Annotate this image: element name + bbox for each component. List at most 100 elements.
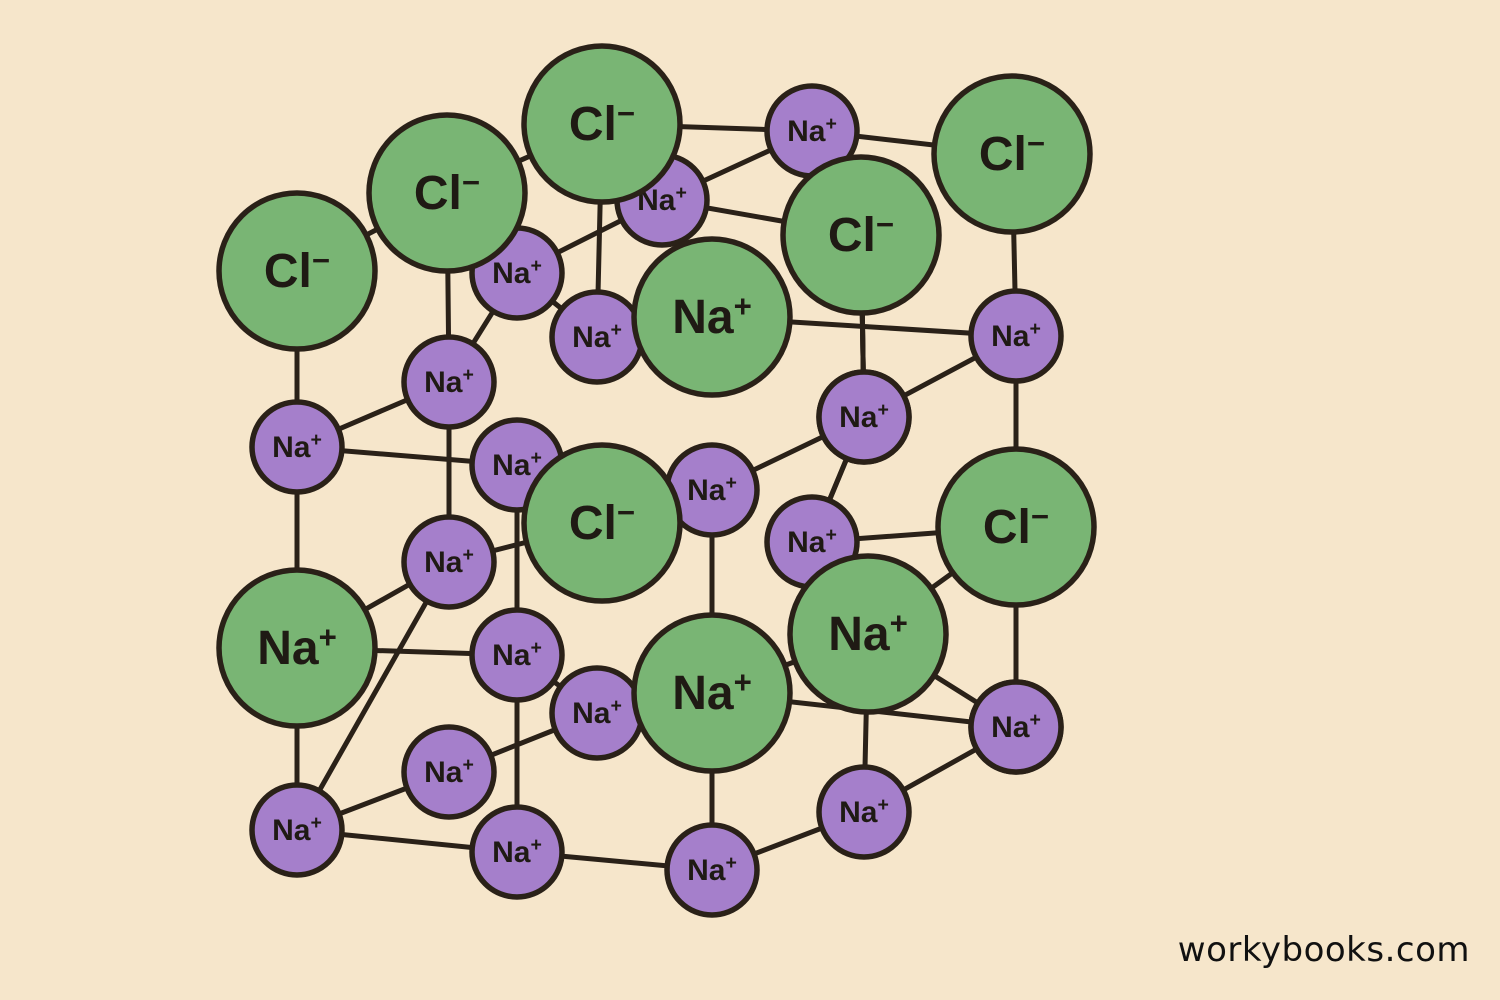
- ion-charge: +: [725, 852, 736, 874]
- ion-symbol: Cl: [569, 98, 617, 151]
- sodium-ion-label: Na+: [492, 637, 542, 672]
- sodium-ion-label: Na+: [572, 695, 622, 730]
- sodium-ion-label: Na+: [424, 544, 474, 579]
- chlorine-ion-label: Cl−: [264, 243, 330, 298]
- sodium-ion-circle: [968, 288, 1064, 384]
- chlorine-ion-label: Cl−: [983, 499, 1049, 554]
- sodium-ion-label: Na+: [572, 319, 622, 354]
- sodium-ion-p1: Na+: [764, 83, 860, 179]
- ion-charge: +: [610, 695, 621, 717]
- ion-charge: +: [734, 665, 752, 700]
- ion-symbol: Na: [672, 291, 734, 344]
- sodium-ion-p15: Na+: [549, 665, 645, 761]
- sodium-ion-circle: [631, 612, 793, 774]
- ion-symbol: Cl: [983, 501, 1031, 554]
- chlorine-ion-circle: [216, 190, 378, 352]
- sodium-ion-circle: [631, 236, 793, 398]
- ion-symbol: Na: [687, 474, 726, 507]
- ion-charge: +: [310, 812, 321, 834]
- ion-charge: −: [462, 165, 480, 200]
- sodium-ion-circle: [249, 399, 345, 495]
- ion-symbol: Na: [492, 639, 531, 672]
- sodium-ion-g6: Na+: [631, 236, 793, 398]
- sodium-ion-circle: [469, 607, 565, 703]
- ion-symbol: Na: [672, 667, 734, 720]
- chlorine-ion-label: Cl−: [569, 495, 635, 550]
- sodium-ion-g9: Na+: [216, 567, 378, 729]
- ion-symbol: Na: [839, 401, 878, 434]
- ion-symbol: Na: [424, 546, 463, 579]
- ion-charge: +: [530, 255, 541, 277]
- ion-charge: +: [462, 754, 473, 776]
- sodium-ion-p14: Na+: [469, 607, 565, 703]
- chlorine-ion-g2: Cl−: [366, 112, 528, 274]
- chlorine-ion-circle: [780, 154, 942, 316]
- sodium-ion-label: Na+: [492, 255, 542, 290]
- ion-symbol: Na: [272, 814, 311, 847]
- ion-layer: Na+Na+Na+Na+Na+Na+Na+Na+Na+Na+Na+Na+Na+N…: [216, 43, 1097, 918]
- chlorine-ion-circle: [366, 112, 528, 274]
- chlorine-ion-g1: Cl−: [521, 43, 683, 205]
- sodium-ion-label: Na+: [272, 429, 322, 464]
- sodium-ion-p4: Na+: [549, 289, 645, 385]
- ion-charge: +: [462, 544, 473, 566]
- ion-symbol: Cl: [979, 128, 1027, 181]
- sodium-ion-label: Na+: [787, 524, 837, 559]
- sodium-ion-label: Na+: [672, 665, 752, 720]
- sodium-ion-label: Na+: [424, 364, 474, 399]
- sodium-ion-circle: [968, 679, 1064, 775]
- ion-symbol: Na: [687, 854, 726, 887]
- ion-symbol: Na: [991, 320, 1030, 353]
- ion-symbol: Na: [787, 526, 826, 559]
- sodium-ion-p10: Na+: [664, 442, 760, 538]
- ion-symbol: Na: [839, 796, 878, 829]
- ion-symbol: Na: [424, 756, 463, 789]
- ion-charge: +: [675, 182, 686, 204]
- watermark-text: workybooks.com: [1177, 930, 1470, 970]
- sodium-ion-circle: [401, 334, 497, 430]
- ion-charge: +: [1029, 318, 1040, 340]
- ion-charge: +: [610, 319, 621, 341]
- sodium-ion-label: Na+: [257, 620, 337, 675]
- sodium-ion-p6: Na+: [401, 334, 497, 430]
- sodium-ion-p17: Na+: [249, 782, 345, 878]
- ion-charge: −: [617, 495, 635, 530]
- sodium-ion-circle: [216, 567, 378, 729]
- sodium-ion-label: Na+: [991, 318, 1041, 353]
- ion-symbol: Na: [572, 697, 611, 730]
- ion-symbol: Na: [272, 431, 311, 464]
- ion-charge: −: [1031, 499, 1049, 534]
- sodium-ion-label: Na+: [787, 113, 837, 148]
- sodium-ion-circle: [401, 724, 497, 820]
- ion-charge: +: [462, 364, 473, 386]
- ion-symbol: Na: [492, 449, 531, 482]
- sodium-ion-label: Na+: [687, 852, 737, 887]
- ion-charge: −: [617, 96, 635, 131]
- ion-symbol: Na: [424, 366, 463, 399]
- sodium-ion-p19: Na+: [469, 804, 565, 900]
- ion-charge: +: [310, 429, 321, 451]
- chlorine-ion-circle: [931, 73, 1093, 235]
- ion-symbol: Na: [572, 321, 611, 354]
- sodium-ion-circle: [787, 553, 949, 715]
- sodium-ion-p21: Na+: [816, 764, 912, 860]
- chlorine-ion-label: Cl−: [979, 126, 1045, 181]
- ion-charge: +: [734, 289, 752, 324]
- ion-charge: −: [312, 243, 330, 278]
- bond-line: [294, 559, 452, 833]
- sodium-ion-p12: Na+: [401, 514, 497, 610]
- sodium-ion-p20: Na+: [664, 822, 760, 918]
- chlorine-ion-label: Cl−: [828, 207, 894, 262]
- sodium-ion-circle: [249, 782, 345, 878]
- sodium-ion-label: Na+: [839, 399, 889, 434]
- sodium-ion-p7: Na+: [816, 369, 912, 465]
- chlorine-ion-g8: Cl−: [935, 446, 1097, 608]
- ion-charge: +: [825, 524, 836, 546]
- ion-symbol: Na: [492, 257, 531, 290]
- ion-charge: −: [876, 207, 894, 242]
- sodium-ion-label: Na+: [492, 834, 542, 869]
- sodium-ion-circle: [816, 764, 912, 860]
- sodium-ion-p16: Na+: [401, 724, 497, 820]
